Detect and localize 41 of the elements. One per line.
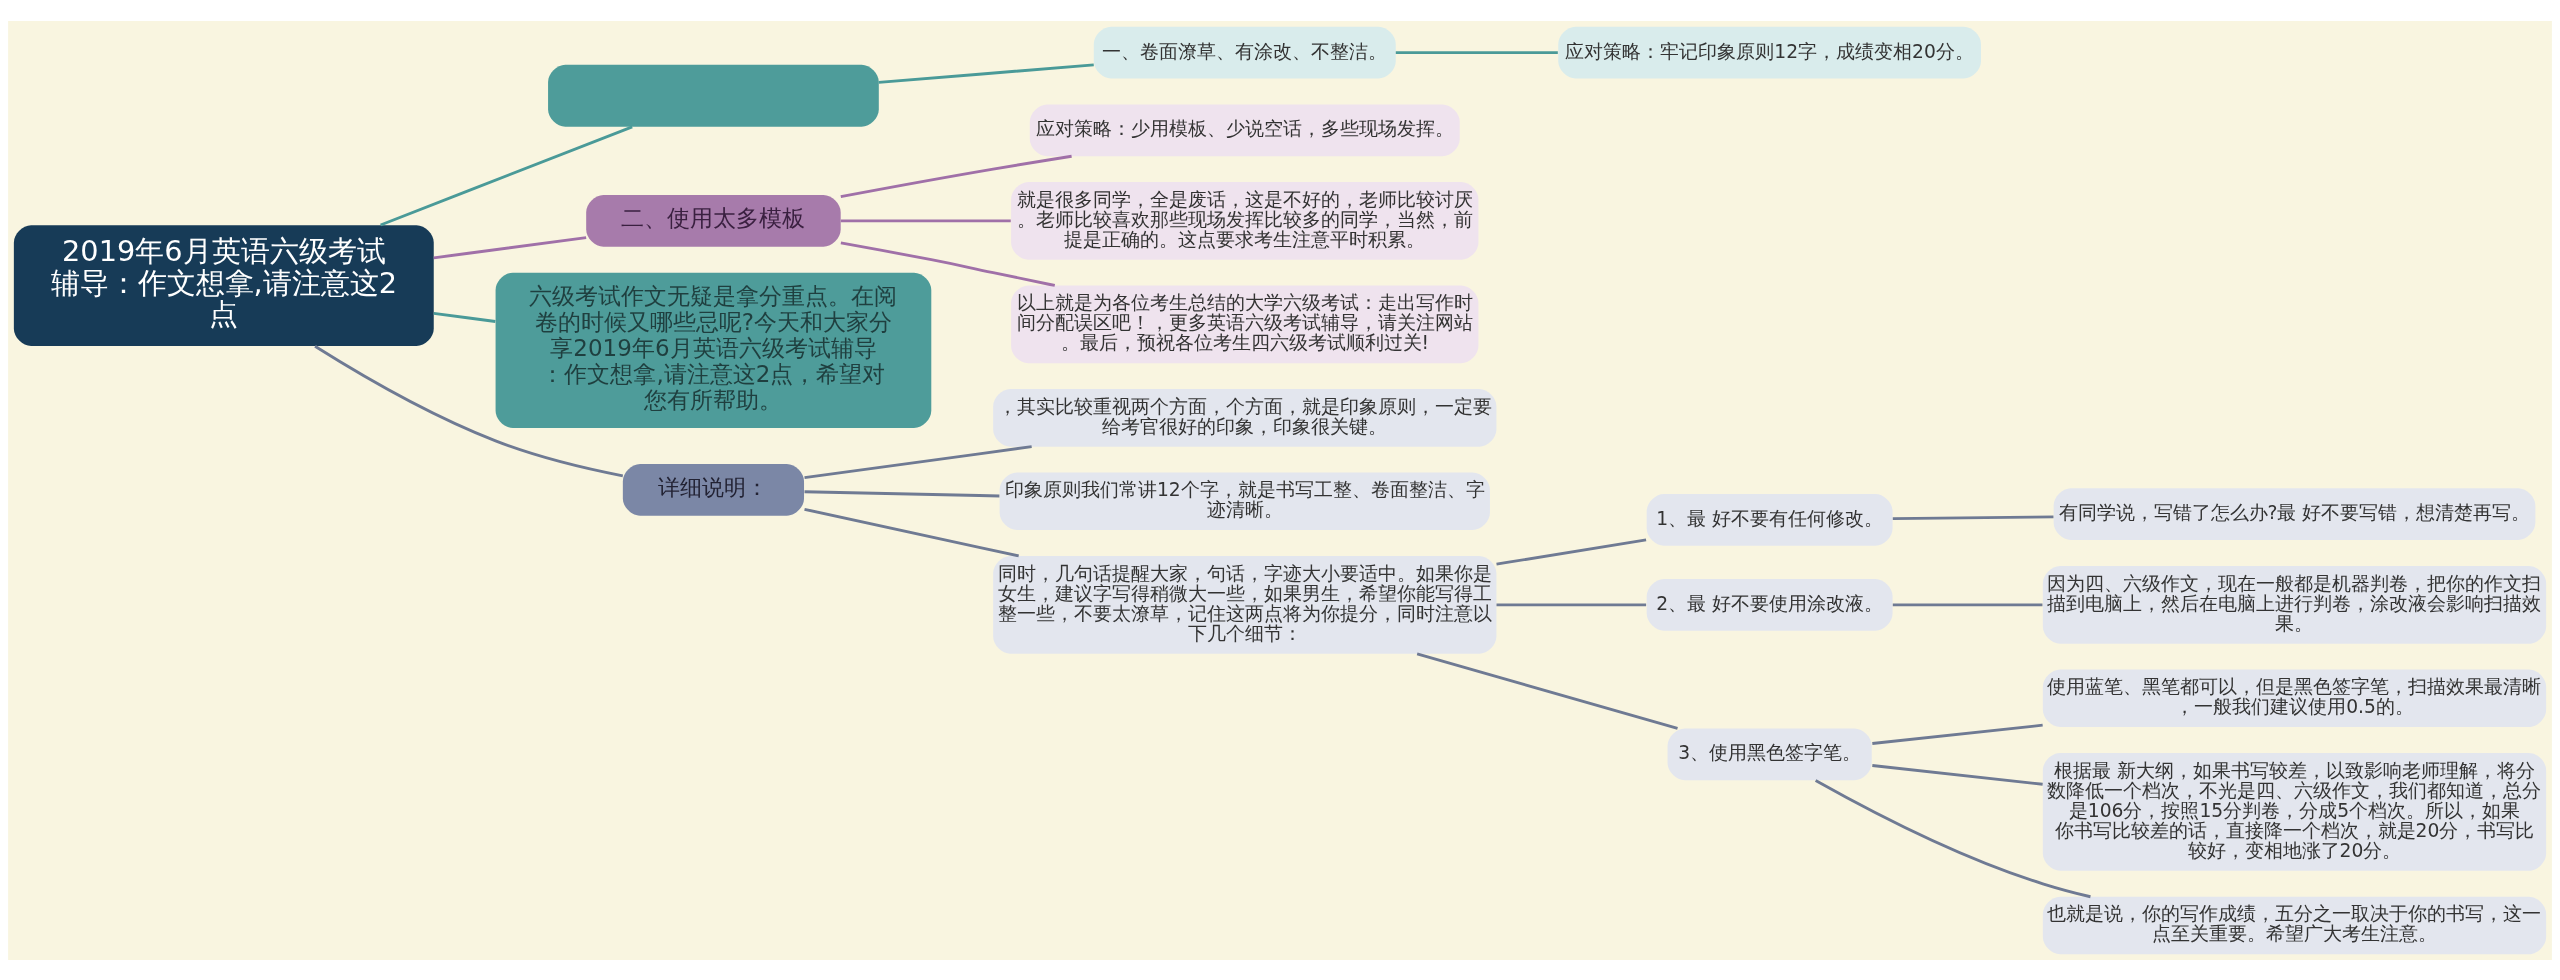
node-box: 使用蓝笔、黑笔都可以，但是黑色签字笔，扫描效果最清晰，一般我们建议使用0.5的。 [2042, 669, 2547, 727]
node-box: 2、最 好不要使用涂改液。 [1646, 578, 1893, 631]
connector [840, 218, 1011, 222]
connector [804, 489, 1000, 497]
node-box: 也就是说，你的写作成绩，五分之一取决于你的书写，这一点至关重要。希望广大考生注意。 [2042, 896, 2547, 954]
node-box: ，其实比较重视两个方面，个方面，就是印象原则，一定要给考官很好的印象，印象很关键。 [993, 388, 1497, 447]
node-box: 二、使用太多模板 [586, 194, 841, 247]
connector [314, 344, 624, 477]
connector [1872, 723, 2043, 745]
connector [1416, 651, 1678, 730]
node-box: 因为四、六级作文，现在一般都是机器判卷，把你的作文扫描到电脑上，然后在电脑上进行判卷，涂改液会影响扫描效果。 [2042, 565, 2547, 644]
connector [1892, 514, 2054, 520]
connector [878, 62, 1094, 84]
node-box: 3、使用黑色签字笔。 [1667, 728, 1872, 780]
connector [840, 240, 1056, 287]
node-box: 根据最 新大纲，如果书写较差，以致影响老师理解，将分数降低一个档次，不光是四、六级作文，我们都知道，总分是106分，按照15分判卷，分成5个档次。所以，如果你书写比较差的话，直接降一个档次，就是20分，书写比较好，变相地涨了20分。 [2042, 752, 2547, 871]
node-box: 应对策略：少用模板、少说空话，多些现场发挥。 [1029, 103, 1460, 156]
node-box: 六级考试作文无疑是拿分重点。在阅卷的时候又哪些忌呢?今天和大家分享2019年6月英语六级考试辅导：作文想拿,请注意这2点，希望对您有所帮助。 [495, 272, 932, 428]
connector [1496, 537, 1647, 566]
connector [380, 125, 633, 226]
node-box [548, 64, 879, 127]
connector [433, 311, 496, 323]
node-box: 详细说明： [622, 463, 805, 516]
connector [1395, 50, 1558, 54]
node-box: 以上就是为各位考生总结的大学六级考试：走出写作时间分配误区吧！，更多英语六级考试辅导，请关注网站。最后，预祝各位考生四六级考试顺利过关! [1011, 285, 1479, 363]
node-box: 就是很多同学，全是废话，这是不好的，老师比较讨厌。老师比较喜欢那些现场发挥比较多的同学，当然，前提是正确的。这点要求考生注意平时积累。 [1011, 181, 1479, 260]
connector [840, 154, 1072, 198]
connector [1496, 602, 1647, 606]
node-box: 2019年6月英语六级考试辅导：作文想拿,请注意这2点 [13, 224, 434, 346]
connector [1814, 778, 2091, 898]
node-box: 印象原则我们常讲12个字，就是书写工整、卷面整洁、字迹清晰。 [999, 472, 1490, 530]
connector [1892, 602, 2043, 606]
node-box: 一、卷面潦草、有涂改、不整洁。 [1093, 26, 1396, 78]
connector [1872, 763, 2043, 786]
connector [433, 235, 587, 259]
node-box: 1、最 好不要有任何修改。 [1646, 493, 1893, 546]
connector [804, 444, 1032, 479]
connector [804, 507, 1019, 557]
node-box: 同时，几句话提醒大家，句话，字迹大小要适中。如果你是女生，建议字写得稍微大一些，如果男生，希望你能写得工整一些，不要太潦草，记住这两点将为你提分，同时注意以下几个细节： [993, 555, 1497, 654]
node-box: 有同学说，写错了怎么办?最 好不要写错，想清楚再写。 [2053, 487, 2536, 540]
node-box: 应对策略：牢记印象原则12字，成绩变相20分。 [1558, 26, 1981, 78]
